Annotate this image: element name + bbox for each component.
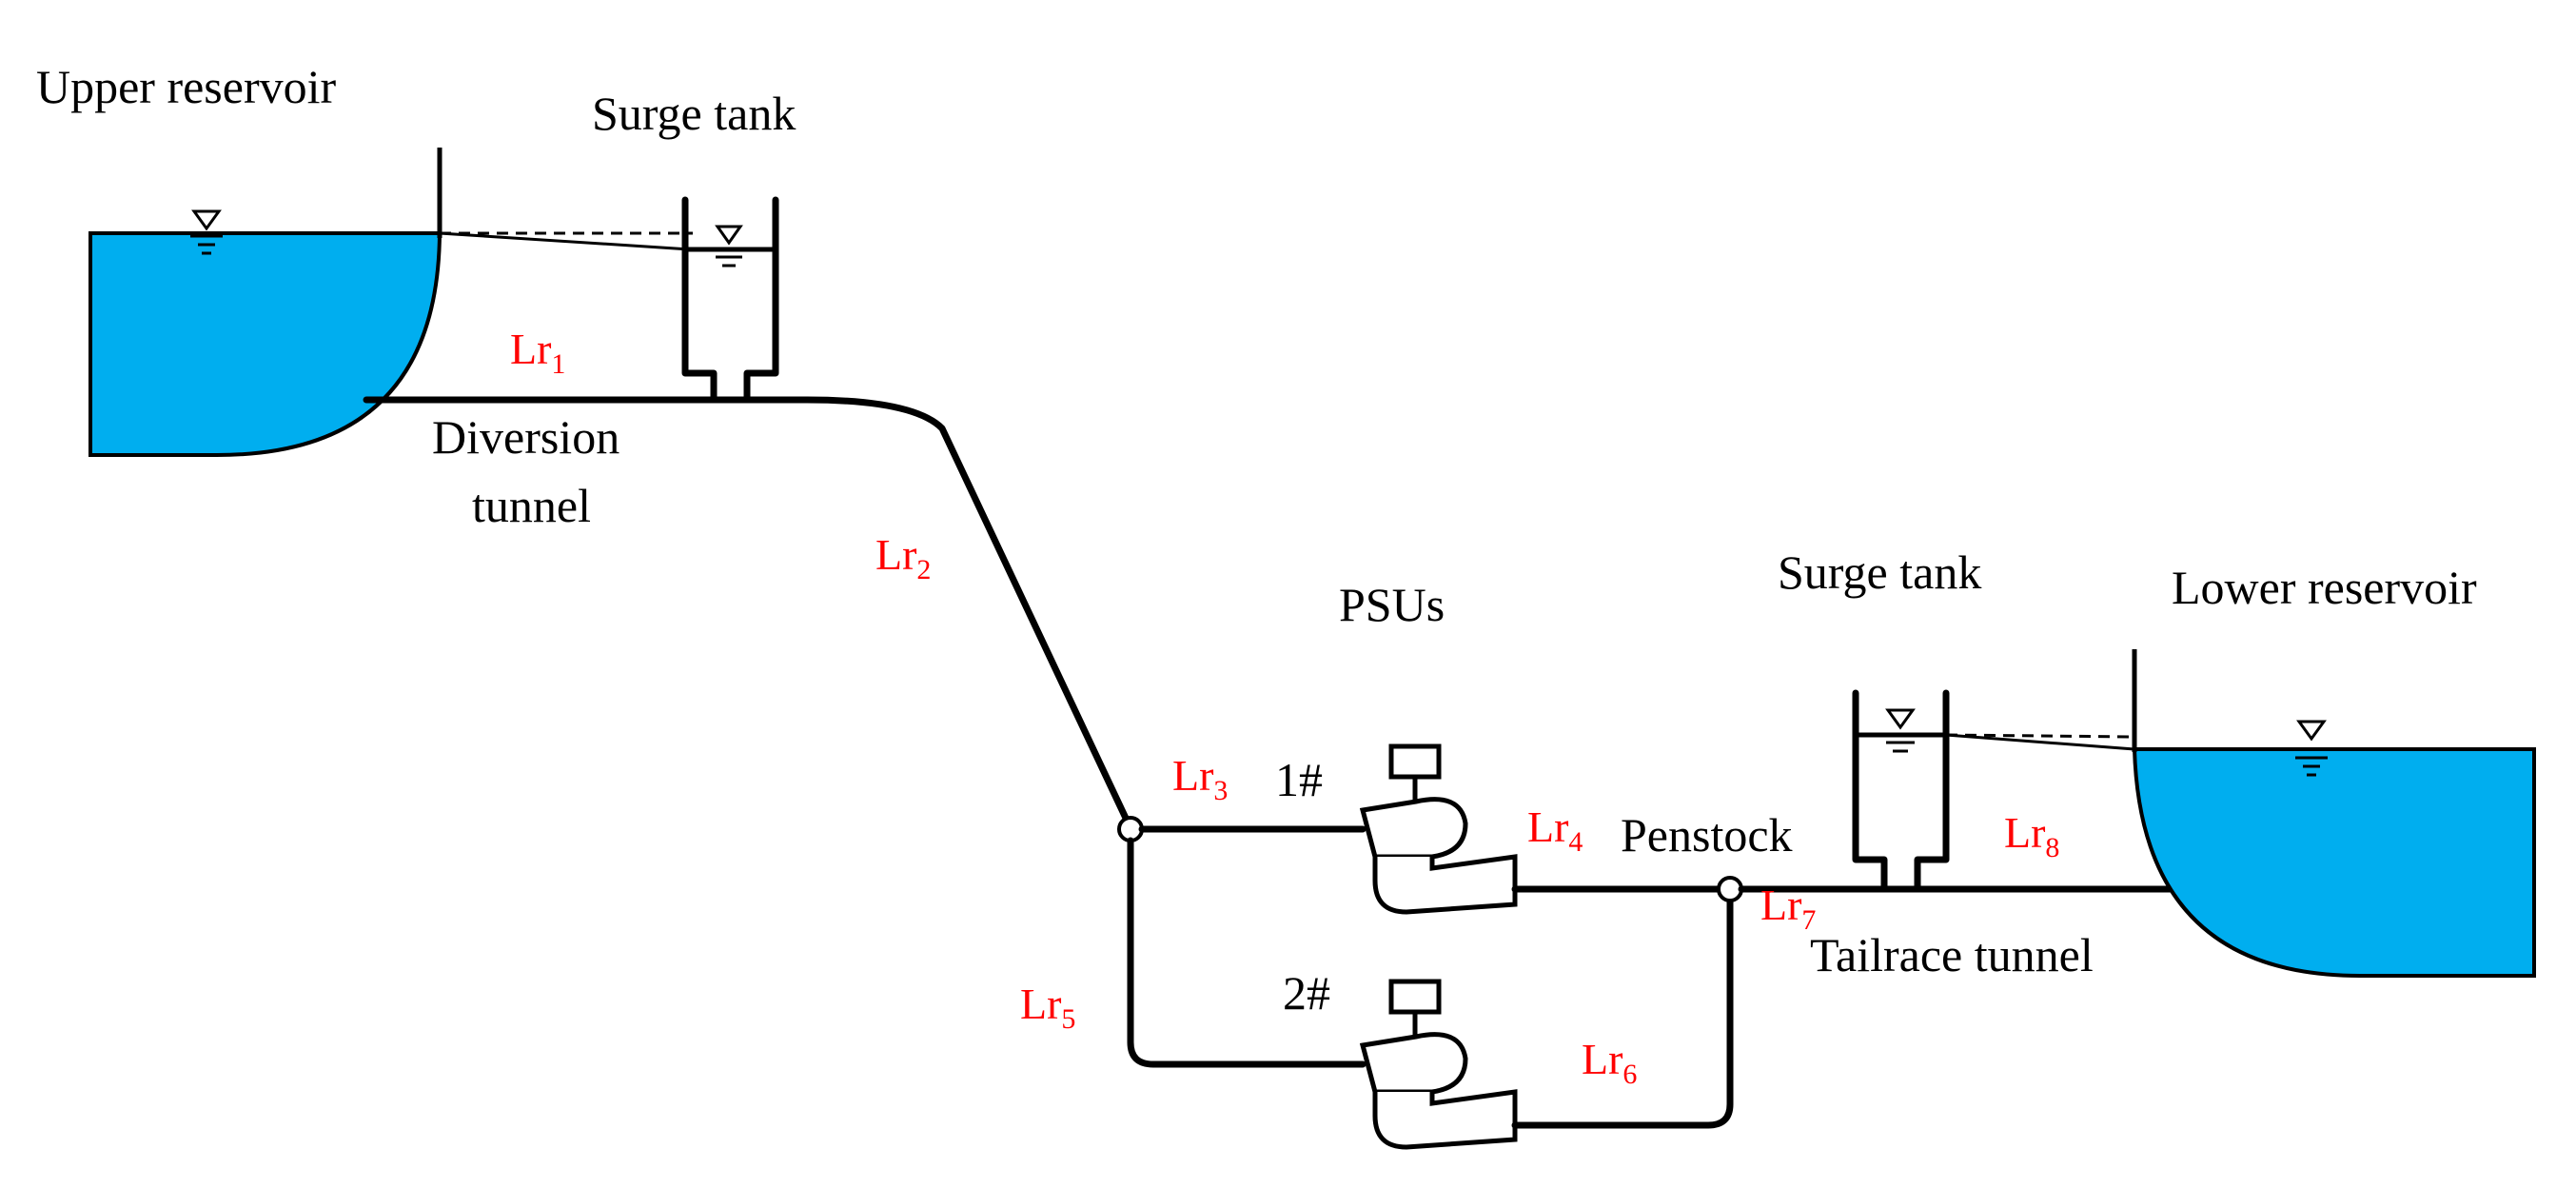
segment-label-subscript: 4 bbox=[1568, 826, 1583, 858]
lower-grade-line bbox=[1945, 733, 2135, 751]
segment-label-subscript: 1 bbox=[551, 348, 565, 380]
segment-label-lr4: Lr4 bbox=[1527, 803, 1583, 858]
segment-label-lr6: Lr6 bbox=[1582, 1035, 1637, 1090]
upper-grade-line bbox=[439, 231, 691, 251]
pipe-lr6 bbox=[1511, 897, 1734, 1129]
segment-label-subscript: 2 bbox=[916, 554, 931, 585]
pipe-lr5 bbox=[1127, 837, 1367, 1068]
segment-label-lr1: Lr1 bbox=[510, 325, 565, 380]
lower-reservoir-water bbox=[2132, 747, 2536, 978]
label-surge-tank-lower: Surge tank bbox=[1778, 545, 1981, 599]
pump-turbine-unit-2 bbox=[1359, 979, 1518, 1150]
water-level-symbol bbox=[190, 209, 223, 255]
label-upper-reservoir: Upper reservoir bbox=[36, 60, 336, 113]
label-diversion-tunnel-1: Diversion bbox=[432, 410, 619, 464]
label-lower-reservoir: Lower reservoir bbox=[2172, 561, 2477, 614]
segment-label-base: Lr bbox=[2004, 808, 2045, 857]
segment-label-base: Lr bbox=[1527, 803, 1568, 851]
segment-label-base: Lr bbox=[1020, 980, 1061, 1028]
label-psus: PSUs bbox=[1339, 578, 1445, 631]
segment-label-subscript: 6 bbox=[1622, 1059, 1637, 1090]
segment-label-subscript: 8 bbox=[2045, 832, 2059, 863]
pump-turbine-unit-1 bbox=[1359, 743, 1518, 915]
upper-reservoir-water bbox=[88, 231, 442, 457]
segment-label-subscript: 7 bbox=[1801, 904, 1816, 936]
label-penstock: Penstock bbox=[1621, 808, 1793, 862]
lower-static-line bbox=[1945, 733, 2135, 739]
segment-label-base: Lr bbox=[1172, 751, 1213, 800]
segment-label-subscript: 3 bbox=[1213, 775, 1228, 806]
segment-label-lr7: Lr7 bbox=[1760, 881, 1816, 936]
upper-reservoir bbox=[88, 148, 442, 457]
segment-label-base: Lr bbox=[875, 530, 916, 579]
label-unit-1: 1# bbox=[1275, 753, 1323, 806]
segment-label-lr3: Lr3 bbox=[1172, 751, 1228, 806]
diversion-tunnel-pipe bbox=[363, 396, 1134, 832]
upper-surge-tank bbox=[681, 196, 779, 404]
label-surge-tank-upper: Surge tank bbox=[592, 87, 796, 140]
lower-surge-tank bbox=[1852, 689, 1950, 893]
segment-label-base: Lr bbox=[1582, 1035, 1622, 1083]
lower-reservoir bbox=[2132, 649, 2536, 978]
junction-node-2 bbox=[1717, 876, 1743, 902]
label-tailrace-tunnel: Tailrace tunnel bbox=[1810, 928, 2094, 981]
segment-label-base: Lr bbox=[510, 325, 551, 373]
segment-label-subscript: 5 bbox=[1061, 1003, 1075, 1035]
label-unit-2: 2# bbox=[1283, 966, 1330, 1020]
segment-label-lr2: Lr2 bbox=[875, 530, 931, 585]
segment-label-base: Lr bbox=[1760, 881, 1801, 929]
segment-label-lr5: Lr5 bbox=[1020, 980, 1075, 1035]
label-diversion-tunnel-2: tunnel bbox=[472, 479, 591, 532]
segment-label-lr8: Lr8 bbox=[2004, 808, 2059, 863]
lower-water-level-symbol bbox=[2295, 720, 2328, 777]
bifurcation-node-1 bbox=[1117, 816, 1144, 842]
